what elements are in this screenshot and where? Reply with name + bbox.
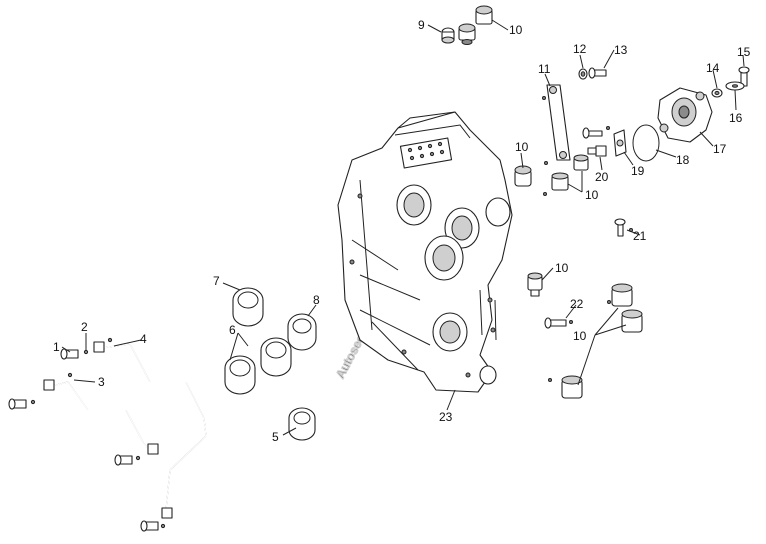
banjo-bolt-1 xyxy=(8,348,159,532)
washer-2 xyxy=(30,337,166,529)
callout-10-upper: 10 xyxy=(515,140,529,154)
strap-11 xyxy=(542,84,571,161)
callout-17: 17 xyxy=(713,142,727,156)
callout-18: 18 xyxy=(676,153,690,167)
bearing-cup-5 xyxy=(288,407,316,441)
plug-9 xyxy=(441,27,455,44)
callout-labels: 1 2 3 4 5 6 7 8 9 10 10 10 10 10 11 12 1… xyxy=(53,18,751,444)
washer-16 xyxy=(725,81,745,91)
callout-10-lower: 10 xyxy=(573,329,587,343)
callout-23: 23 xyxy=(439,410,453,424)
callout-2: 2 xyxy=(81,320,88,334)
callout-7: 7 xyxy=(213,274,220,288)
bracket-19 xyxy=(613,129,627,157)
callout-14: 14 xyxy=(706,61,720,75)
plug-10-upper xyxy=(514,165,532,187)
bearing-cup-8 xyxy=(287,313,317,351)
callout-20: 20 xyxy=(595,170,609,184)
bolt-21 xyxy=(614,218,633,237)
callout-10-mid: 10 xyxy=(555,261,569,275)
transmission-housing xyxy=(337,111,513,393)
callout-1: 1 xyxy=(53,340,60,354)
fitting-pair xyxy=(543,154,589,196)
plug-10-mid xyxy=(527,272,543,297)
callout-12: 12 xyxy=(573,42,587,56)
callout-15: 15 xyxy=(737,45,751,59)
pipe-3 xyxy=(43,379,159,455)
bearing-cup-6 xyxy=(224,337,292,395)
callout-22: 22 xyxy=(570,297,584,311)
callout-6: 6 xyxy=(229,323,236,337)
bearing-cup-7 xyxy=(232,287,264,327)
callout-11: 11 xyxy=(538,62,551,76)
bolt-13 xyxy=(588,67,607,79)
bolt-strap xyxy=(582,126,610,139)
callout-9: 9 xyxy=(418,18,425,32)
plug-10-top xyxy=(458,5,493,45)
washer-12 xyxy=(578,68,588,80)
callout-5: 5 xyxy=(272,430,279,444)
leader-lines xyxy=(61,19,745,436)
bolt-15 xyxy=(738,66,750,87)
o-ring-18 xyxy=(632,124,660,162)
callout-13: 13 xyxy=(614,43,628,57)
callout-10-top: 10 xyxy=(509,23,523,37)
callout-10-pair: 10 xyxy=(585,188,599,202)
callout-3: 3 xyxy=(98,375,105,389)
pump-17 xyxy=(657,87,713,143)
plug-10-lower xyxy=(548,283,643,399)
pipe-4 xyxy=(93,341,207,519)
callout-4: 4 xyxy=(140,332,147,346)
callout-19: 19 xyxy=(631,164,645,178)
nut-14 xyxy=(711,88,723,98)
callout-8: 8 xyxy=(313,293,320,307)
callout-21: 21 xyxy=(633,229,647,243)
callout-16: 16 xyxy=(729,111,743,125)
bolt-22 xyxy=(544,317,573,329)
